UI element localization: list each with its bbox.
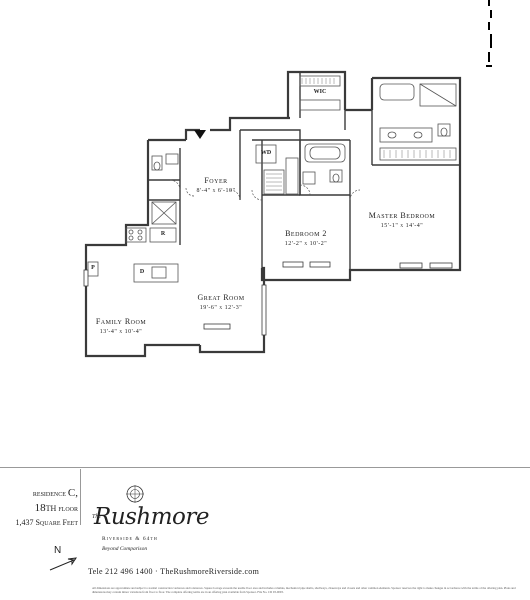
foyer-name: Foyer [204, 176, 228, 185]
great-room-name: Great Room [197, 293, 245, 302]
master-bedroom-label: Master Bedroom 15'-1" x 14'-4" [360, 205, 444, 230]
closet-rails [266, 78, 451, 191]
footer-rule [0, 467, 530, 468]
floor-plan [83, 0, 492, 358]
residence-line-2: 18th floor [0, 501, 78, 516]
bedroom-2-dims: 12'-2" x 10'-2" [284, 241, 328, 248]
windows [83, 261, 453, 336]
wd-tag: WD [260, 150, 272, 156]
footer-divider [80, 469, 81, 525]
family-room-dims: 13'-4" x 10'-4" [99, 329, 143, 336]
fixtures [87, 75, 457, 283]
logo-tagline: Beyond Comparison [102, 546, 148, 552]
logo-name: Rushmore [94, 504, 210, 530]
entrance-arrow-icon [194, 130, 206, 139]
edge-marks [486, 0, 492, 67]
disclaimer-text: All dimensions are approximate and subje… [92, 587, 516, 594]
bedroom-2-label: Bedroom 2 12'-2" x 10'-2" [270, 223, 342, 248]
residence-floor-num: 18th [34, 501, 57, 514]
logo-address: Riverside & 64th [102, 536, 158, 542]
residence-block: residence C, 18th floor [0, 486, 78, 516]
residence-unit: C, [67, 487, 78, 499]
square-feet: 1,437 Square Feet [15, 518, 78, 527]
great-room-label: Great Room 19'-6" x 12'-3" [186, 287, 256, 312]
wic-tag: WIC [313, 89, 327, 95]
residence-prefix: residence [32, 489, 66, 498]
master-bedroom-dims: 15'-1" x 14'-4" [380, 223, 424, 230]
family-room-name: Family Room [95, 317, 147, 326]
dishwasher-tag: D [139, 269, 145, 275]
north-label: N [54, 545, 62, 556]
refrigerator-tag: R [160, 231, 166, 237]
great-room-dims: 19'-6" x 12'-3" [199, 305, 243, 312]
logo-the: The [92, 514, 101, 520]
bedroom-2-name: Bedroom 2 [285, 229, 327, 238]
family-room-label: Family Room 13'-4" x 10'-4" [86, 311, 156, 336]
master-bedroom-name: Master Bedroom [368, 211, 436, 220]
rushmore-emblem-icon [126, 485, 144, 503]
doors [169, 179, 361, 201]
pantry-tag: P [91, 265, 95, 271]
residence-floor-word: floor [58, 503, 78, 513]
foyer-label: Foyer 8'-4" x 6'-10" [186, 170, 246, 195]
residence-line-1: residence C, [0, 486, 78, 501]
north-arrow-icon [49, 557, 78, 571]
walls [84, 70, 462, 358]
contact-line: Tele 212 496 1400 · TheRushmoreRiverside… [88, 567, 260, 576]
foyer-dims: 8'-4" x 6'-10" [196, 188, 236, 195]
